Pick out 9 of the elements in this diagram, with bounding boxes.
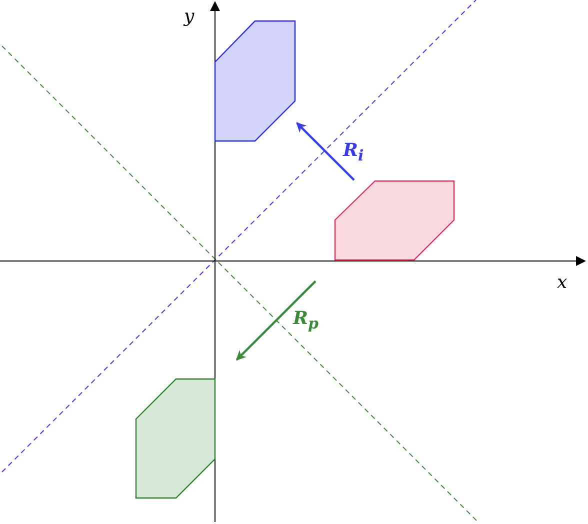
axis-label: x <box>557 274 568 292</box>
arrow <box>296 122 355 181</box>
hexagon-shape <box>135 378 216 499</box>
axis-label: y <box>184 8 194 26</box>
hexagon-shape <box>214 20 296 142</box>
edge-label: R$_{p}$ <box>293 310 318 332</box>
hexagon-shape <box>334 180 455 261</box>
arrow <box>236 280 316 361</box>
edge-label: R$_{i}$ <box>343 142 364 164</box>
